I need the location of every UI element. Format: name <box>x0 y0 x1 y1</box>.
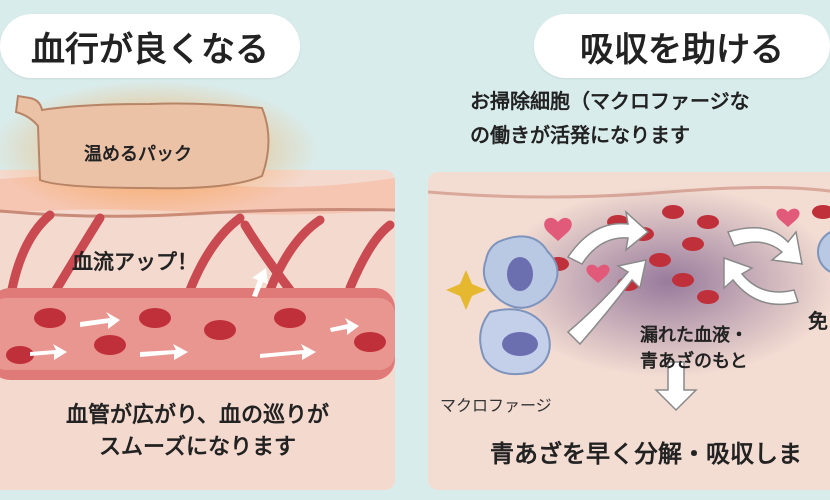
heart-icon <box>544 217 572 241</box>
absorption-illustration <box>428 185 830 412</box>
blood-cell <box>662 205 684 219</box>
left-caption: 血管が広がり、血の巡りが スムーズになります <box>0 400 395 464</box>
blood-flow-illustration <box>0 175 395 380</box>
left-caption-line-2: スムーズになります <box>99 435 296 460</box>
macrophage-intro: お掃除細胞（マクロファージな の働きが活発になります <box>470 84 830 152</box>
heart-icon <box>586 264 610 283</box>
blood-cells <box>6 308 386 364</box>
macrophages <box>479 235 559 376</box>
arrow-curve-icon <box>726 227 803 265</box>
leaked-blood-label-line-2: 青あざのもと <box>640 351 748 372</box>
blood-cell <box>812 205 830 219</box>
action-arrows <box>566 209 803 412</box>
right-caption: 青あざを早く分解・吸収しま <box>490 440 802 468</box>
blood-cell <box>697 290 719 304</box>
blood-cell <box>649 253 671 267</box>
blood-cell <box>682 237 704 251</box>
blood-cell <box>697 215 719 229</box>
pack-label: 温めるパック <box>84 144 192 165</box>
right-title: 吸収を助ける <box>534 14 830 78</box>
left-title-text: 血行が良くなる <box>31 29 269 70</box>
blood-cell <box>274 308 306 328</box>
absorption-panel <box>428 172 830 490</box>
blood-cell <box>34 308 66 328</box>
flow-label: 血流アップ！ <box>72 250 198 274</box>
blood-cell <box>204 320 236 340</box>
leaked-blood-label-line-1: 漏れた血液・ <box>640 325 748 346</box>
arrow-up-icon <box>252 268 268 297</box>
arrow-right-icon <box>260 344 316 360</box>
warm-pack-graphic <box>0 80 320 220</box>
blood-cell <box>6 346 34 364</box>
arrow-curve-icon <box>566 209 650 265</box>
arrow-right-icon <box>140 344 188 360</box>
arrow-curve-icon <box>566 259 647 346</box>
intro-line-2: の働きが活発になります <box>470 123 690 147</box>
arrow-right-icon <box>330 318 359 335</box>
macrophage-edge <box>817 231 830 273</box>
arrow-right-icon <box>30 344 67 360</box>
blood-flow-panel <box>0 170 395 490</box>
intro-line-1: お掃除細胞（マクロファージな <box>470 89 750 113</box>
arrow-down-icon <box>654 361 698 412</box>
hearts <box>544 208 800 283</box>
capillaries <box>5 210 395 305</box>
leaked-blood-label: 漏れた血液・ 青あざのもと <box>640 323 748 375</box>
macrophage-nucleus <box>507 257 533 291</box>
arrow-curve-icon <box>723 256 799 306</box>
blood-cell <box>139 308 171 328</box>
macrophage-label: マクロファージ <box>440 396 552 415</box>
sparkle-icon <box>446 270 486 310</box>
blood-cell <box>94 335 126 355</box>
blood-cell <box>672 273 694 287</box>
hot-water-bottle <box>14 94 270 190</box>
blood-cell <box>354 332 386 352</box>
vessel-inner <box>0 298 395 370</box>
macrophage-nucleus <box>502 332 538 356</box>
flow-arrows <box>30 268 359 360</box>
left-caption-line-1: 血管が広がり、血の巡りが <box>65 403 330 428</box>
arrow-right-icon <box>80 312 120 329</box>
right-title-text: 吸収を助ける <box>580 29 784 70</box>
heart-icon <box>776 208 800 227</box>
left-title: 血行が良くなる <box>0 14 300 78</box>
edge-label: 免 <box>808 309 828 333</box>
